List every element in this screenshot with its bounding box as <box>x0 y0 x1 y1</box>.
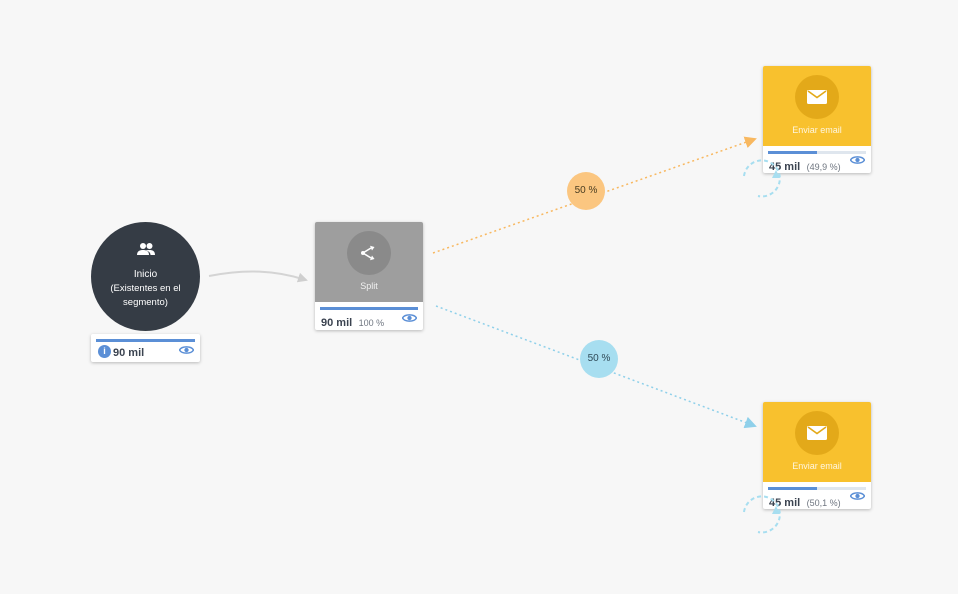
email-progress-bar-top <box>768 151 866 154</box>
mail-icon-circle <box>795 75 839 119</box>
eye-icon[interactable] <box>179 345 194 355</box>
email-percent-top: (49,9 %) <box>806 162 841 172</box>
email-node-bottom[interactable]: Enviar email 45 mil (50,1 %) <box>763 402 871 509</box>
email-label-top: Enviar email <box>792 125 842 135</box>
split-progress-bar <box>320 307 418 310</box>
start-sublabel: (Existentes en el segmento) <box>110 283 181 308</box>
start-label: Inicio <box>133 269 158 280</box>
eye-icon[interactable] <box>402 313 417 323</box>
start-progress-bar <box>96 339 195 342</box>
info-icon[interactable]: i <box>98 345 111 358</box>
email-percent-bottom: (50,1 %) <box>806 498 841 508</box>
eye-icon[interactable] <box>850 491 865 501</box>
start-stats-card: i 90 mil <box>91 334 200 362</box>
start-node[interactable]: Inicio (Existentes en el segmento) <box>91 222 200 331</box>
email-progress-fill-bottom <box>768 487 817 490</box>
email-label-bottom: Enviar email <box>792 461 842 471</box>
split-badge-bottom[interactable]: 50 % <box>580 340 618 378</box>
eye-icon[interactable] <box>850 155 865 165</box>
split-icon <box>361 245 375 261</box>
group-icon <box>91 242 200 262</box>
email-progress-fill-top <box>768 151 817 154</box>
split-badge-top[interactable]: 50 % <box>567 172 605 210</box>
mail-icon-circle <box>795 411 839 455</box>
split-progress-fill <box>320 307 418 310</box>
split-node[interactable]: Split 90 mil 100 % <box>315 222 423 330</box>
loop-arrow-icon[interactable] <box>738 490 788 540</box>
mail-icon <box>807 426 827 440</box>
start-count: 90 mil <box>113 347 145 359</box>
split-stats: 90 mil 100 % <box>315 302 423 330</box>
connector-start-split <box>208 270 308 283</box>
split-count: 90 mil <box>321 317 353 329</box>
loop-arrow-icon[interactable] <box>738 154 788 204</box>
mail-icon <box>807 90 827 104</box>
split-percent: 100 % <box>358 318 385 328</box>
start-progress-fill <box>96 339 195 342</box>
split-icon-circle <box>347 231 391 275</box>
split-label: Split <box>360 281 378 291</box>
email-progress-bar-bottom <box>768 487 866 490</box>
email-node-top[interactable]: Enviar email 45 mil (49,9 %) <box>763 66 871 173</box>
